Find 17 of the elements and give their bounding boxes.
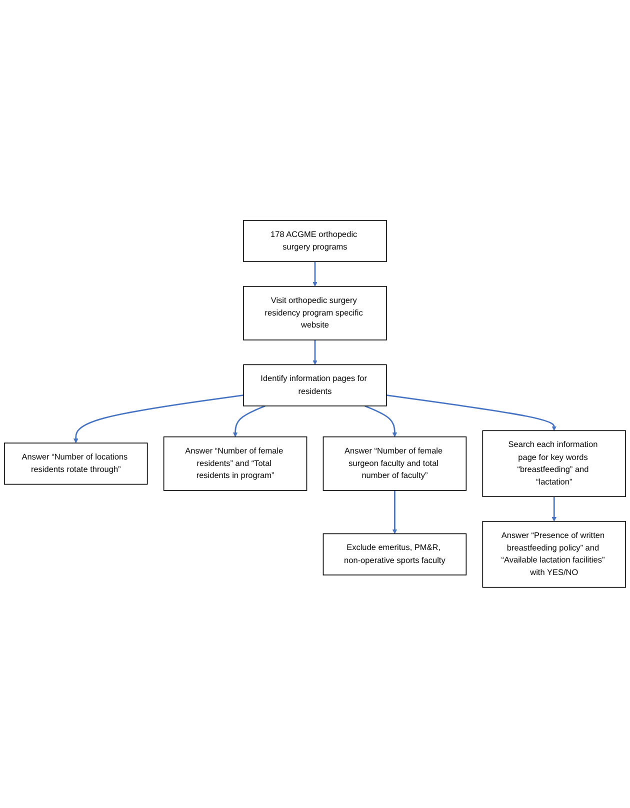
arrow [312,340,318,366]
node-box: Identify information pages for residents [243,364,387,406]
node-box: Answer “Number of locations residents rotate through” [4,442,148,485]
node-box: Exclude emeritus, PM&R, non-operative sports faculty [322,533,467,576]
arrow [364,405,398,438]
node-box: Answer “Presence of written breastfeeding policy” and “Available lactation facilities” with YES/NO [482,521,626,588]
arrow [232,405,266,438]
node-box: Search each information page for key words “breastfeeding” and “lactation” [482,430,626,498]
node-box: Visit orthopedic surgery residency program specific website [243,286,387,340]
node-box: Answer “Number of female surgeon faculty and total number of faculty” [322,436,467,491]
arrow [312,262,318,287]
arrow [392,490,398,534]
arrow [552,496,557,522]
node-box: Answer “Number of female residents” and “Total residents in program” [163,436,308,491]
arrow [73,394,244,444]
node-box: 178 ACGME orthopedic surgery programs [243,220,387,262]
arrow [386,394,557,431]
